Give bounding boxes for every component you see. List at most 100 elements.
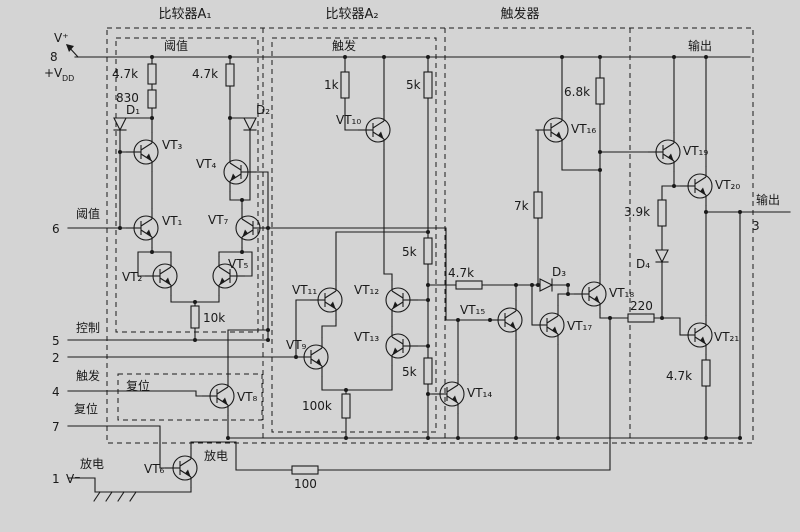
transistor-vt15 xyxy=(489,299,523,341)
label-r10: 4.7k xyxy=(448,266,474,280)
label-vt14: VT₁₄ xyxy=(467,386,492,400)
pin-number-3: 3 xyxy=(752,219,760,233)
label-vt4: VT₄ xyxy=(196,157,217,171)
pin-number-7: 7 xyxy=(52,420,60,434)
pin-label-output: 输出 xyxy=(756,192,780,207)
label-r12: 6.8k xyxy=(564,85,590,99)
pin-number-5: 5 xyxy=(52,334,60,348)
comparator-a2-box xyxy=(271,37,437,433)
comparator-a1-box xyxy=(115,37,259,333)
label-vt13: VT₁₃ xyxy=(354,330,379,344)
ground-hatch xyxy=(93,491,137,502)
resistor-r2 xyxy=(225,63,235,87)
label-vt5: VT₅ xyxy=(228,257,249,271)
transistor-vt10 xyxy=(357,109,391,151)
label-vt11: VT₁₁ xyxy=(292,283,317,297)
pin-label-trigger: 触发 xyxy=(76,368,100,383)
pin-label-vdd: +V xyxy=(44,66,63,80)
label-r11: 7k xyxy=(514,199,529,213)
transistor-vt18 xyxy=(573,273,607,315)
section-header-comparator-a2: 比较器A₂ xyxy=(325,7,378,22)
resistor-r4 xyxy=(340,71,350,99)
label-vt21: VT₂₁ xyxy=(714,330,739,344)
resistor-r1b xyxy=(147,89,157,109)
label-trigger-top: 触发 xyxy=(332,38,356,53)
resistor-r8 xyxy=(341,393,351,419)
label-vt16: VT₁₆ xyxy=(571,122,596,136)
label-r3: 10k xyxy=(203,311,225,325)
label-reset-box: 复位 xyxy=(126,378,150,393)
label-r15: 4.7k xyxy=(666,369,692,383)
label-r14: 220 xyxy=(630,299,653,313)
transistor-vt3 xyxy=(125,131,159,173)
resistor-r5 xyxy=(423,71,433,99)
resistor-r6 xyxy=(423,237,433,265)
transistor-vt21 xyxy=(679,314,713,356)
pin-label-reset: 复位 xyxy=(74,401,98,416)
transistor-vt14 xyxy=(431,373,465,415)
pin-label-threshold: 阈值 xyxy=(76,206,100,221)
resistor-r12 xyxy=(595,77,605,105)
transistor-vt2 xyxy=(144,255,178,297)
pin-number-1: 1 xyxy=(52,472,60,486)
label-d2: D₂ xyxy=(256,103,270,117)
reset-box xyxy=(117,373,263,421)
diode-d2 xyxy=(243,117,257,132)
diodes xyxy=(113,117,669,292)
label-output-top: 输出 xyxy=(688,38,712,53)
transistor-vt17 xyxy=(531,304,565,346)
resistor-r7 xyxy=(423,357,433,385)
pin-number-4: 4 xyxy=(52,385,60,399)
pin-label-vminus: V⁻ xyxy=(66,472,81,486)
label-vt15: VT₁₅ xyxy=(460,303,485,317)
transistor-vt1 xyxy=(125,207,159,249)
label-r1b: 830 xyxy=(116,91,139,105)
pin-label-discharge: 放电 xyxy=(80,456,104,471)
label-r2: 4.7k xyxy=(192,67,218,81)
resistor-r14 xyxy=(627,313,655,323)
diode-d1 xyxy=(113,117,127,132)
label-vt3: VT₃ xyxy=(162,138,183,152)
transistor-vt6 xyxy=(164,447,198,489)
transistor-vt19 xyxy=(647,131,681,173)
resistor-r13 xyxy=(657,199,667,227)
label-discharge-node: 放电 xyxy=(204,448,228,463)
vplus-arrow xyxy=(66,44,74,52)
pin-label-vplus: V⁺ xyxy=(54,31,69,45)
label-r6: 5k xyxy=(402,245,417,259)
label-vt7: VT₇ xyxy=(208,213,229,227)
resistor-r11 xyxy=(533,191,543,219)
section-header-flipflop: 触发器 xyxy=(500,6,539,22)
label-vt12: VT₁₂ xyxy=(354,283,379,297)
label-vt17: VT₁₇ xyxy=(567,319,592,333)
diode-d4 xyxy=(655,249,669,264)
label-r5: 5k xyxy=(406,78,421,92)
label-vt20: VT₂₀ xyxy=(715,178,740,192)
resistor-r3 xyxy=(190,305,200,329)
transistor-vt16 xyxy=(535,109,569,151)
resistor-r15 xyxy=(701,359,711,387)
label-r1: 4.7k xyxy=(112,67,138,81)
pin-number-8: 8 xyxy=(50,50,58,64)
pin-number-2: 2 xyxy=(52,351,60,365)
resistor-r9 xyxy=(291,465,319,475)
transistor-vt4 xyxy=(223,151,257,193)
label-d4: D₄ xyxy=(636,257,650,271)
label-r4: 1k xyxy=(324,78,339,92)
section-borders xyxy=(106,27,754,444)
label-r7: 5k xyxy=(402,365,417,379)
label-vt10: VT₁₀ xyxy=(336,113,361,127)
pin-label-vdd-sub: DD xyxy=(62,74,74,83)
diode-d3 xyxy=(539,278,554,292)
label-vt2: VT₂ xyxy=(122,270,143,284)
transistor-vt8 xyxy=(201,375,235,417)
label-threshold-top: 阈值 xyxy=(164,38,188,53)
transistor-vt20 xyxy=(679,165,713,207)
circuit-wires xyxy=(66,44,791,502)
label-vt8: VT₈ xyxy=(237,390,258,404)
label-vt18: VT₁₈ xyxy=(609,286,634,300)
transistor-vt12 xyxy=(385,279,419,321)
label-vt1: VT₁ xyxy=(162,214,183,228)
